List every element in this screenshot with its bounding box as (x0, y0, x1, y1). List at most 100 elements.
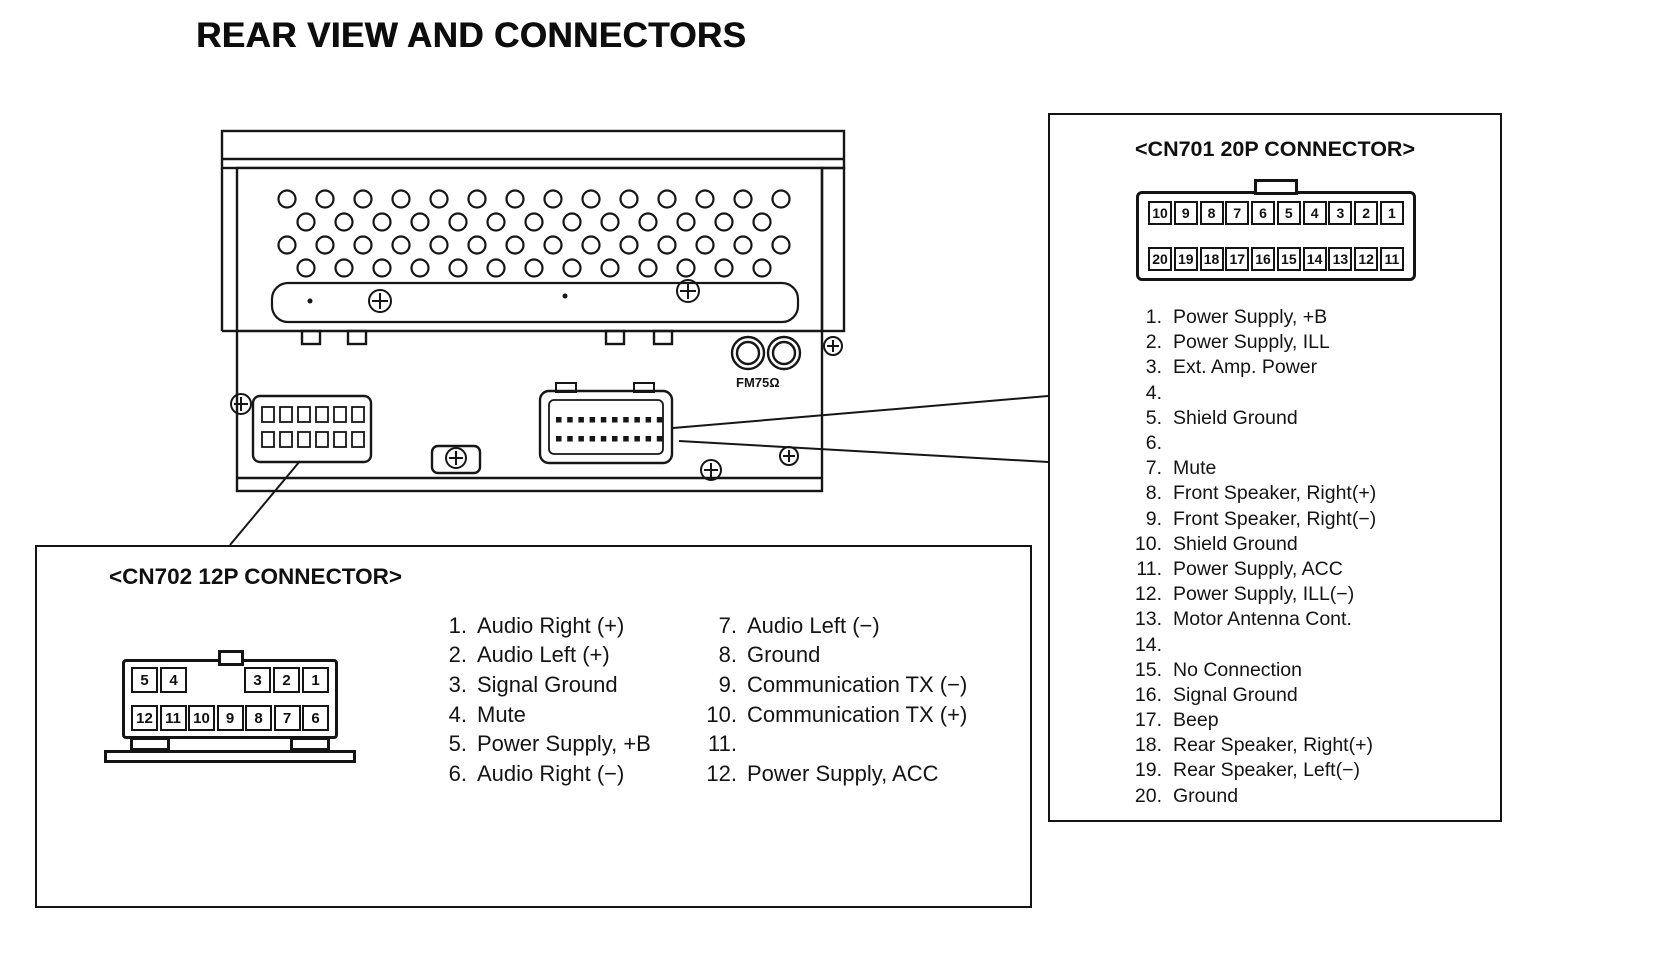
pin-label: Audio Left (+) (477, 642, 610, 668)
pin-label: Rear Speaker, Right(+) (1173, 734, 1373, 757)
pin-cell: 5 (1276, 201, 1301, 225)
pin-row: 7.Mute (1108, 456, 1376, 481)
pin-number: 10. (706, 701, 737, 727)
pin-cell: 1 (302, 667, 329, 693)
cn701-title: <CN701 20P CONNECTOR> (1134, 137, 1415, 161)
pin-group-right: 3 2 1 (244, 667, 329, 693)
pin-label: Power Supply, +B (1173, 306, 1328, 329)
connector-foot (130, 737, 170, 751)
pin-label: Motor Antenna Cont. (1173, 608, 1352, 631)
pin-number: 2. (1145, 331, 1162, 354)
pin-number: 6. (448, 760, 467, 786)
pin-number-row-top: 10 9 8 7 6 5 4 3 2 1 (1148, 201, 1404, 225)
pin-row: 3. Signal Ground (419, 670, 651, 700)
connector-key-tab (1254, 179, 1298, 195)
pin-number: 9. (718, 671, 737, 697)
pin-number: 5. (1145, 406, 1162, 429)
pin-number: 4. (1145, 381, 1162, 404)
pin-row: 5.Power Supply, +B (419, 729, 651, 759)
pin-row: 17.Beep (1108, 708, 1376, 733)
pin-row: 12.Power Supply, ACC (689, 759, 967, 789)
socket-20p (538, 382, 674, 465)
pin-label: Signal Ground (477, 671, 618, 697)
pin-number: 4. (448, 701, 467, 727)
pin-number: 8. (1145, 482, 1162, 505)
pin-label: Communication TX (+) (747, 701, 968, 727)
pin-cell: 8 (1199, 201, 1224, 225)
pin-number: 3. (448, 671, 467, 697)
pin-row: 20.Ground (1108, 784, 1376, 809)
pin-label: Ground (1173, 784, 1239, 807)
pin-cell: 12 (131, 705, 158, 731)
pin-cell: 2 (273, 667, 300, 693)
socket-12p (251, 394, 373, 464)
pin-cell: 17 (1225, 247, 1250, 271)
pin-row: 9.Front Speaker, Right(−) (1108, 507, 1376, 532)
pin-cell: 20 (1148, 247, 1172, 271)
pin-label: Front Speaker, Right(+) (1173, 482, 1377, 505)
pin-cell: 7 (1225, 201, 1250, 225)
pin-row: 6. (1108, 431, 1376, 456)
pin-row: 6.Audio Right (−) (419, 759, 651, 789)
pin-cell: 4 (160, 667, 187, 693)
pin-row: 1.Power Supply, +B (1108, 305, 1376, 330)
page-title: REAR VIEW AND CONNECTORS (196, 16, 747, 55)
pin-cell: 1 (1379, 201, 1404, 225)
pin-cell: 10 (1148, 201, 1172, 225)
pin-group-left: 5 4 (131, 667, 187, 693)
pin-label: Mute (1173, 457, 1217, 480)
pin-number: 2. (448, 642, 467, 668)
pin-cell: 7 (273, 705, 301, 731)
pin-cell: 6 (302, 705, 329, 731)
pin-row: 10.Shield Ground (1108, 532, 1376, 557)
pin-cell: 6 (1251, 201, 1276, 225)
pin-label: Shield Ground (1173, 532, 1298, 555)
cn701-connector-drawing: 10 9 8 7 6 5 4 3 2 1 20 19 18 17 16 (1136, 179, 1416, 283)
pin-cell: 3 (244, 667, 271, 693)
connector-shell: 10 9 8 7 6 5 4 3 2 1 20 19 18 17 16 (1136, 191, 1416, 281)
pin-row: 5.Shield Ground (1108, 406, 1376, 431)
fm75-label: FM75Ω (736, 375, 780, 390)
cn701-panel: <CN701 20P CONNECTOR> 10 9 8 7 6 5 4 3 2… (1048, 113, 1502, 822)
pin-number: 1. (448, 612, 467, 638)
pin-label: Rear Speaker, Left(−) (1173, 759, 1360, 782)
pin-label: Power Supply, +B (477, 731, 651, 757)
pin-number: 16. (1134, 683, 1162, 706)
pin-cell: 19 (1173, 247, 1198, 271)
pin-cell: 8 (245, 705, 272, 731)
top-plate-outline (270, 281, 800, 324)
pin-row: 9.Communication TX (−) (689, 670, 968, 700)
pin-row: 18. Rear Speaker, Right(+) (1108, 733, 1376, 758)
pin-label: Signal Ground (1173, 683, 1298, 706)
ventilation-holes (277, 189, 791, 278)
pin-row: 8. Front Speaker, Right(+) (1108, 481, 1376, 506)
pin-row: 13. Motor Antenna Cont. (1108, 607, 1376, 632)
pin-label: No Connection (1173, 658, 1302, 681)
pin-label: Front Speaker, Right(−) (1173, 507, 1377, 530)
pin-number: 8. (718, 642, 737, 668)
pin-number-row-bottom: 12 11 10 9 8 7 6 (131, 705, 329, 731)
pin-number: 13. (1134, 608, 1162, 631)
pin-row: 3.Ext. Amp. Power (1108, 355, 1376, 380)
pin-number: 15. (1134, 658, 1162, 681)
pin-cell: 9 (216, 705, 244, 731)
pin-row: 10. Communication TX (+) (689, 700, 967, 730)
pin-cell: 2 (1354, 201, 1379, 225)
pin-number: 11. (1136, 557, 1162, 580)
pin-row: 19.Rear Speaker, Left(−) (1108, 758, 1376, 783)
pin-cell: 4 (1302, 201, 1327, 225)
antenna-jacks (730, 335, 802, 371)
connector-shell: 5 4 3 2 1 12 11 10 9 8 7 6 (122, 659, 338, 739)
pin-number: 14. (1134, 633, 1162, 656)
pin-row: 14. (1108, 632, 1376, 657)
pin-number: 11. (708, 731, 737, 757)
pin-cell: 13 (1328, 247, 1353, 271)
connector-foot (290, 737, 330, 751)
cn702-title: <CN702 12P CONNECTOR> (109, 564, 403, 589)
pin-cell: 11 (1379, 247, 1404, 271)
pin-cell: 9 (1173, 201, 1198, 225)
pin-number: 18. (1134, 734, 1162, 757)
pin-label: Power Supply, ILL (1173, 331, 1330, 354)
pin-row: 4.Mute (419, 700, 651, 730)
